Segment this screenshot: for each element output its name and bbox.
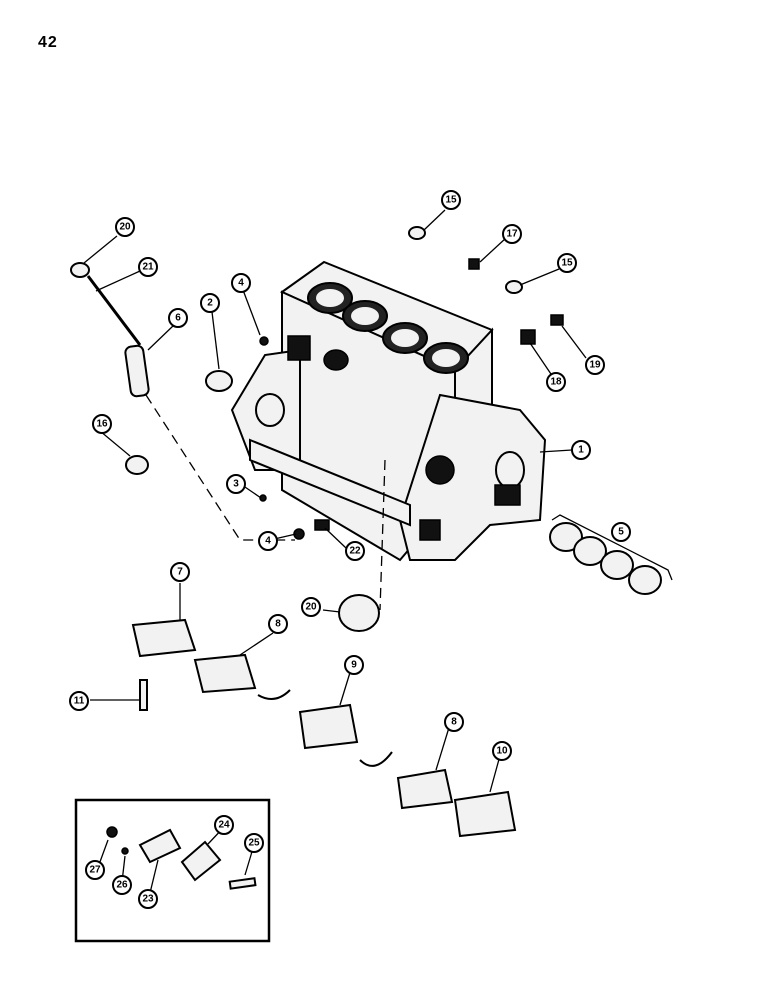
callout-15-lower: 15 [557,253,577,273]
camshaft-bearings-5 [549,514,673,595]
callout-5: 5 [611,522,631,542]
svg-text:17: 17 [506,229,518,240]
main-bearing-caps [131,618,517,838]
plug-15-lower [505,280,523,294]
callout-8-lower: 8 [444,712,464,732]
svg-text:4: 4 [238,278,244,289]
fitting-22 [314,519,330,531]
callout-27: 27 [85,860,105,880]
svg-text:6: 6 [175,313,181,324]
callout-9: 9 [344,655,364,675]
svg-text:1: 1 [578,445,584,456]
plug-4-upper [259,336,269,346]
svg-text:19: 19 [589,360,601,371]
callout-1: 1 [571,440,591,460]
expansion-plug-20 [338,594,380,632]
svg-text:22: 22 [349,546,361,557]
svg-text:27: 27 [89,865,101,876]
expansion-plug-2 [205,370,233,392]
svg-text:25: 25 [248,838,260,849]
cylinder-block [230,260,547,562]
callout-15-upper: 15 [441,190,461,210]
callout-8-upper: 8 [268,614,288,634]
svg-text:20: 20 [305,602,317,613]
dipstick-assembly [70,262,150,398]
svg-text:21: 21 [142,262,154,273]
svg-text:8: 8 [451,717,457,728]
callout-10: 10 [492,741,512,761]
svg-text:8: 8 [275,619,281,630]
svg-text:11: 11 [74,696,85,707]
callout-24: 24 [214,815,234,835]
callout-3: 3 [226,474,246,494]
svg-text:10: 10 [496,746,508,757]
callout-7: 7 [170,562,190,582]
callout-23: 23 [138,889,158,909]
svg-text:15: 15 [561,258,573,269]
svg-text:16: 16 [96,419,108,430]
callout-25: 25 [244,833,264,853]
svg-text:20: 20 [119,222,131,233]
bolt-11 [139,679,148,711]
inset-detail [74,798,271,943]
fitting-19 [550,314,564,326]
page-number: 42 [38,34,58,51]
svg-text:24: 24 [218,820,230,831]
svg-text:5: 5 [618,527,624,538]
callout-2: 2 [200,293,220,313]
callout-4-upper: 4 [231,273,251,293]
callout-4-lower: 4 [258,531,278,551]
svg-text:2: 2 [207,298,213,309]
callout-11: 11 [69,691,89,711]
svg-text:4: 4 [265,536,271,547]
svg-text:7: 7 [177,567,183,578]
callout-20-lower: 20 [301,597,321,617]
callout-16: 16 [92,414,112,434]
fitting-18 [520,329,536,345]
svg-text:9: 9 [351,660,357,671]
plug-15-upper [408,226,426,240]
callout-21: 21 [138,257,158,277]
callout-20-upper: 20 [115,217,135,237]
callout-26: 26 [112,875,132,895]
svg-text:18: 18 [550,377,562,388]
callout-22: 22 [345,541,365,561]
callout-17: 17 [502,224,522,244]
callout-18: 18 [546,372,566,392]
svg-text:26: 26 [116,880,128,891]
callout-19: 19 [585,355,605,375]
fitting-17 [468,258,480,270]
svg-text:23: 23 [142,894,154,905]
svg-text:15: 15 [445,195,457,206]
svg-text:3: 3 [233,479,239,490]
expansion-plug-16 [125,455,149,475]
callout-6: 6 [168,308,188,328]
